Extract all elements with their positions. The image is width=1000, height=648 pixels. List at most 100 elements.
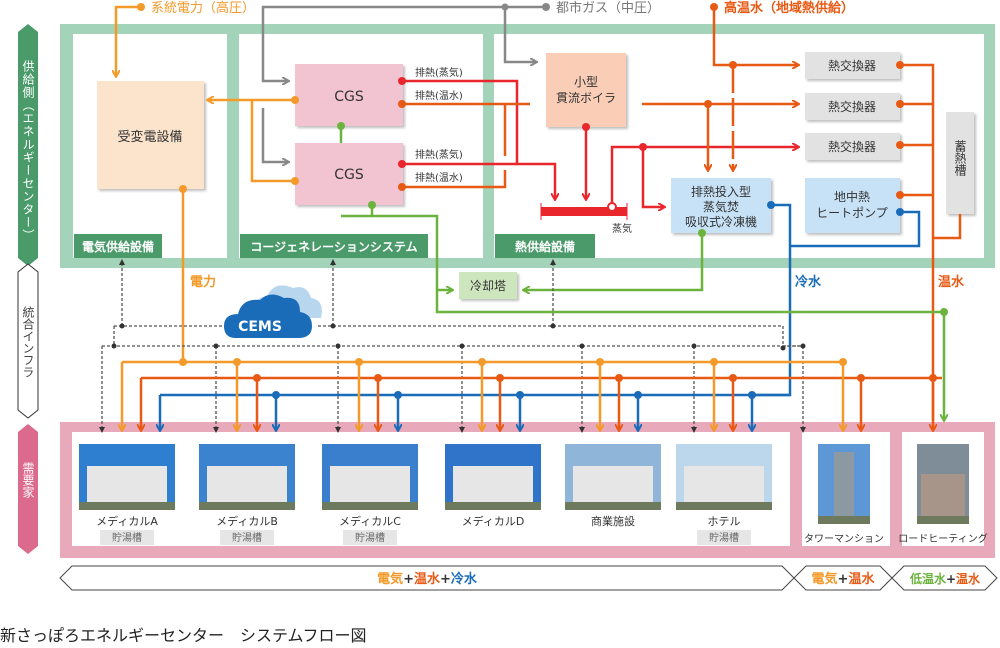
consumer-name: ホテル <box>708 515 741 528</box>
junction-dot <box>496 374 504 382</box>
supply-type-banners: 電気+温水+冷水 電気+温水 低温水+温水 <box>59 565 998 591</box>
cgs-box-1: CGS <box>295 64 403 126</box>
svg-text:吸収式冷凍機: 吸収式冷凍機 <box>685 214 757 229</box>
consumer-5: 商業施設 <box>565 444 661 528</box>
junction-dot <box>355 358 363 366</box>
consumer-name: ロードヒーティング <box>898 532 987 545</box>
hot-water-tank-badge <box>220 530 274 545</box>
supply-type-1: 電気+温水+冷水 <box>377 571 478 587</box>
svg-text:ヒートポンプ: ヒートポンプ <box>816 206 888 220</box>
exhaust-label-hotwater-1: 排熱(温水) <box>415 89 463 102</box>
consumer-8: ロードヒーティング <box>898 444 988 545</box>
hot-water-tank-badge <box>100 530 154 545</box>
supply-type-3: 低温水+温水 <box>909 571 981 586</box>
steam-header: 蒸気 <box>540 203 632 235</box>
svg-text:地中熱: 地中熱 <box>834 189 870 204</box>
district-heat-feed: 高温水（地域熱供給） <box>710 0 854 65</box>
section-label-electric: 電気供給設備 <box>74 234 162 258</box>
svg-text:貫流ボイラ: 貫流ボイラ <box>556 91 616 105</box>
junction-dot <box>615 374 623 382</box>
hot-water-tank-label: 貯湯槽 <box>709 531 739 544</box>
consumer-drops <box>179 358 937 430</box>
svg-text:小型: 小型 <box>574 75 598 89</box>
svg-text:冷却塔: 冷却塔 <box>470 279 506 293</box>
cems-control-lines <box>99 259 806 433</box>
chilled-water-label: 冷水 <box>795 274 822 290</box>
junction-dot <box>710 358 718 366</box>
consumer-4: メディカルD <box>445 444 541 528</box>
cooling-tower-box: 冷却塔 <box>459 272 517 299</box>
junction-dot <box>729 374 737 382</box>
junction-dot <box>478 358 486 366</box>
svg-text:高温水（地域熱供給）: 高温水（地域熱供給） <box>724 0 854 16</box>
svg-text:熱交換器: 熱交換器 <box>828 99 876 114</box>
junction-dot <box>839 358 847 366</box>
power-lines <box>181 100 295 362</box>
junction-dot <box>394 391 402 399</box>
junction-dot <box>233 358 241 366</box>
side-label-supply-text: 供給側（エネルギーセンター） <box>21 60 35 242</box>
junction-dot <box>179 358 187 366</box>
consumer-name: メディカルA <box>96 514 158 528</box>
svg-text:熱交換器: 熱交換器 <box>828 139 876 154</box>
section-label-heat: 熱供給設備 <box>495 234 595 258</box>
consumer-name: 商業施設 <box>591 514 635 528</box>
svg-text:熱供給設備: 熱供給設備 <box>515 239 575 254</box>
section-label-cogen: コージェネレーションシステム <box>240 234 428 258</box>
consumer-name: タワーマンション <box>804 533 884 545</box>
exhaust-label-steam-2: 排熱(蒸気) <box>415 148 463 161</box>
hot-water-tank-label: 貯湯槽 <box>112 531 142 544</box>
hot-water-tank-badge <box>697 530 751 545</box>
svg-text:蒸気: 蒸気 <box>612 222 632 235</box>
heat-exchanger-2: 熱交換器 <box>805 93 900 120</box>
side-label-demand: 需要家 <box>18 424 38 554</box>
cgs-exhaust-lines <box>402 79 586 199</box>
side-label-infra: 統合インフラ <box>17 263 39 419</box>
thermal-storage-tank: 蓄熱槽 <box>946 112 974 214</box>
svg-text:蒸気焚: 蒸気焚 <box>703 199 739 214</box>
boiler-box: 小型 貫流ボイラ <box>546 53 626 127</box>
side-label-demand-text: 需要家 <box>21 462 35 498</box>
svg-text:系統電力（高圧）: 系統電力（高圧） <box>151 0 255 16</box>
junction-dot <box>272 391 280 399</box>
city-gas-feed: 都市ガス（中圧） <box>261 0 660 162</box>
distribution-buses <box>122 360 942 430</box>
junction-dot <box>857 374 865 382</box>
heat-exchanger-3: 熱交換器 <box>805 133 900 160</box>
junction-dot <box>516 391 524 399</box>
substation-box: 受変電設備 <box>97 81 204 189</box>
grid-power-feed: 系統電力（高圧） <box>116 0 255 76</box>
svg-text:CGS: CGS <box>334 167 364 183</box>
junction-dot <box>634 391 642 399</box>
cems-cloud[interactable]: CEMS <box>224 285 322 338</box>
svg-text:電気供給設備: 電気供給設備 <box>82 239 154 254</box>
svg-text:CEMS: CEMS <box>238 319 282 335</box>
consumer-name: メディカルB <box>216 514 278 528</box>
hot-water-label: 温水 <box>938 274 965 290</box>
consumer-7: タワーマンション <box>804 444 884 545</box>
junction-dot <box>253 374 261 382</box>
ground-source-heat-pump-box: 地中熱 ヒートポンプ <box>805 178 900 233</box>
svg-text:受変電設備: 受変電設備 <box>117 129 182 145</box>
junction-dot <box>596 358 604 366</box>
heat-exchanger-1: 熱交換器 <box>805 52 900 79</box>
diagram-caption: 新さっぽろエネルギーセンター システムフロー図 <box>0 626 367 645</box>
junction-dot <box>748 391 756 399</box>
junction-dot <box>374 374 382 382</box>
cgs-box-2: CGS <box>295 143 403 205</box>
hot-water-tank-badge <box>343 530 397 545</box>
svg-text:熱交換器: 熱交換器 <box>828 58 876 73</box>
consumer-name: メディカルD <box>462 514 525 528</box>
svg-text:排熱投入型: 排熱投入型 <box>691 184 751 199</box>
supply-type-2: 電気+温水 <box>812 571 876 587</box>
side-label-supply: 供給側（エネルギーセンター） <box>18 24 38 266</box>
side-label-infra-text: 統合インフラ <box>21 306 35 378</box>
consumer-name: メディカルC <box>339 514 401 528</box>
power-flow-label: 電力 <box>190 274 216 290</box>
svg-text:コージェネレーションシステム: コージェネレーションシステム <box>250 240 417 254</box>
svg-text:蓄熱槽: 蓄熱槽 <box>953 140 967 177</box>
